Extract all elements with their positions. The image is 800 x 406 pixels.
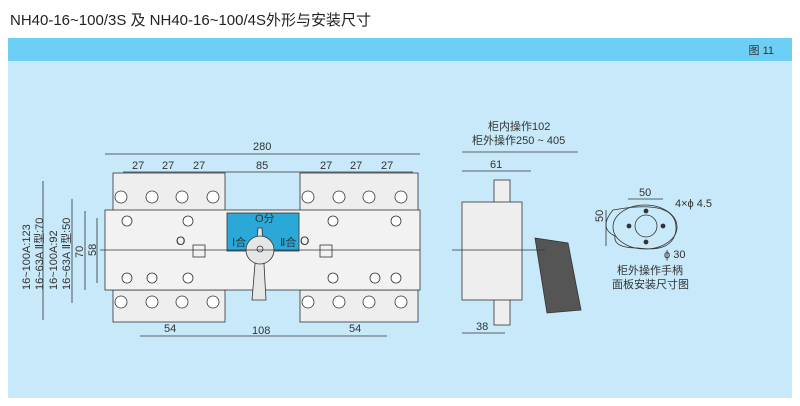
- dim-pitch: 27: [320, 160, 332, 172]
- switch-two-label: Ⅱ合: [280, 235, 296, 249]
- dim-pitch: 27: [132, 160, 144, 172]
- dim-height: 16~63A Ⅱ型:70: [32, 218, 46, 290]
- front-dimensions: 280 27 27 27 85 27 27 27 54 108 54 16~10…: [21, 141, 420, 337]
- switch-off-label: O分: [255, 212, 275, 225]
- panel-cutout: 50 50 4×ϕ 4.5 ϕ 30 柜外操作手柄 面板安装尺寸图: [594, 187, 712, 291]
- dim-108: 108: [252, 325, 270, 337]
- dim-54: 54: [164, 323, 176, 335]
- cutout-caption: 面板安装尺寸图: [612, 277, 689, 291]
- dim-height: 16~100A:92: [48, 230, 60, 290]
- inner-operation-dim: 柜内操作102: [488, 119, 550, 133]
- dim-38: 38: [476, 321, 488, 333]
- figure-header-bar: 图 11: [8, 38, 792, 61]
- dim-54: 54: [349, 323, 361, 335]
- side-view: 柜内操作102 柜外操作250 ~ 405 61 38: [452, 119, 582, 334]
- dim-280: 280: [253, 141, 271, 153]
- figure-label: 图 11: [748, 45, 774, 57]
- dim-58: 58: [87, 244, 99, 256]
- outer-operation-dim: 柜外操作250 ~ 405: [472, 133, 565, 147]
- dim-height: 16~63A Ⅱ型:50: [59, 218, 73, 290]
- dim-61: 61: [490, 159, 502, 171]
- dim-pitch: 27: [381, 160, 393, 172]
- dim-50-height: 50: [594, 210, 606, 222]
- o-label-left: O: [176, 234, 185, 248]
- dim-height: 16~100A:123: [21, 224, 33, 290]
- dim-pitch: 27: [350, 160, 362, 172]
- front-view: O O O分 Ⅰ合 Ⅱ合: [100, 172, 421, 323]
- dim-pitch: 27: [193, 160, 205, 172]
- page-title: NH40-16~100/3S 及 NH40-16~100/4S外形与安装尺寸: [10, 12, 371, 29]
- dim-50-width: 50: [639, 187, 651, 199]
- cutout-caption: 柜外操作手柄: [617, 263, 683, 277]
- center-hole-dim: ϕ 30: [664, 249, 685, 261]
- dim-70: 70: [74, 246, 86, 258]
- dim-pitch: 27: [162, 160, 174, 172]
- o-label-right: O: [300, 234, 309, 248]
- holes-dim: 4×ϕ 4.5: [675, 198, 712, 210]
- switch-one-label: Ⅰ合: [232, 235, 246, 249]
- dim-pitch: 85: [256, 160, 268, 172]
